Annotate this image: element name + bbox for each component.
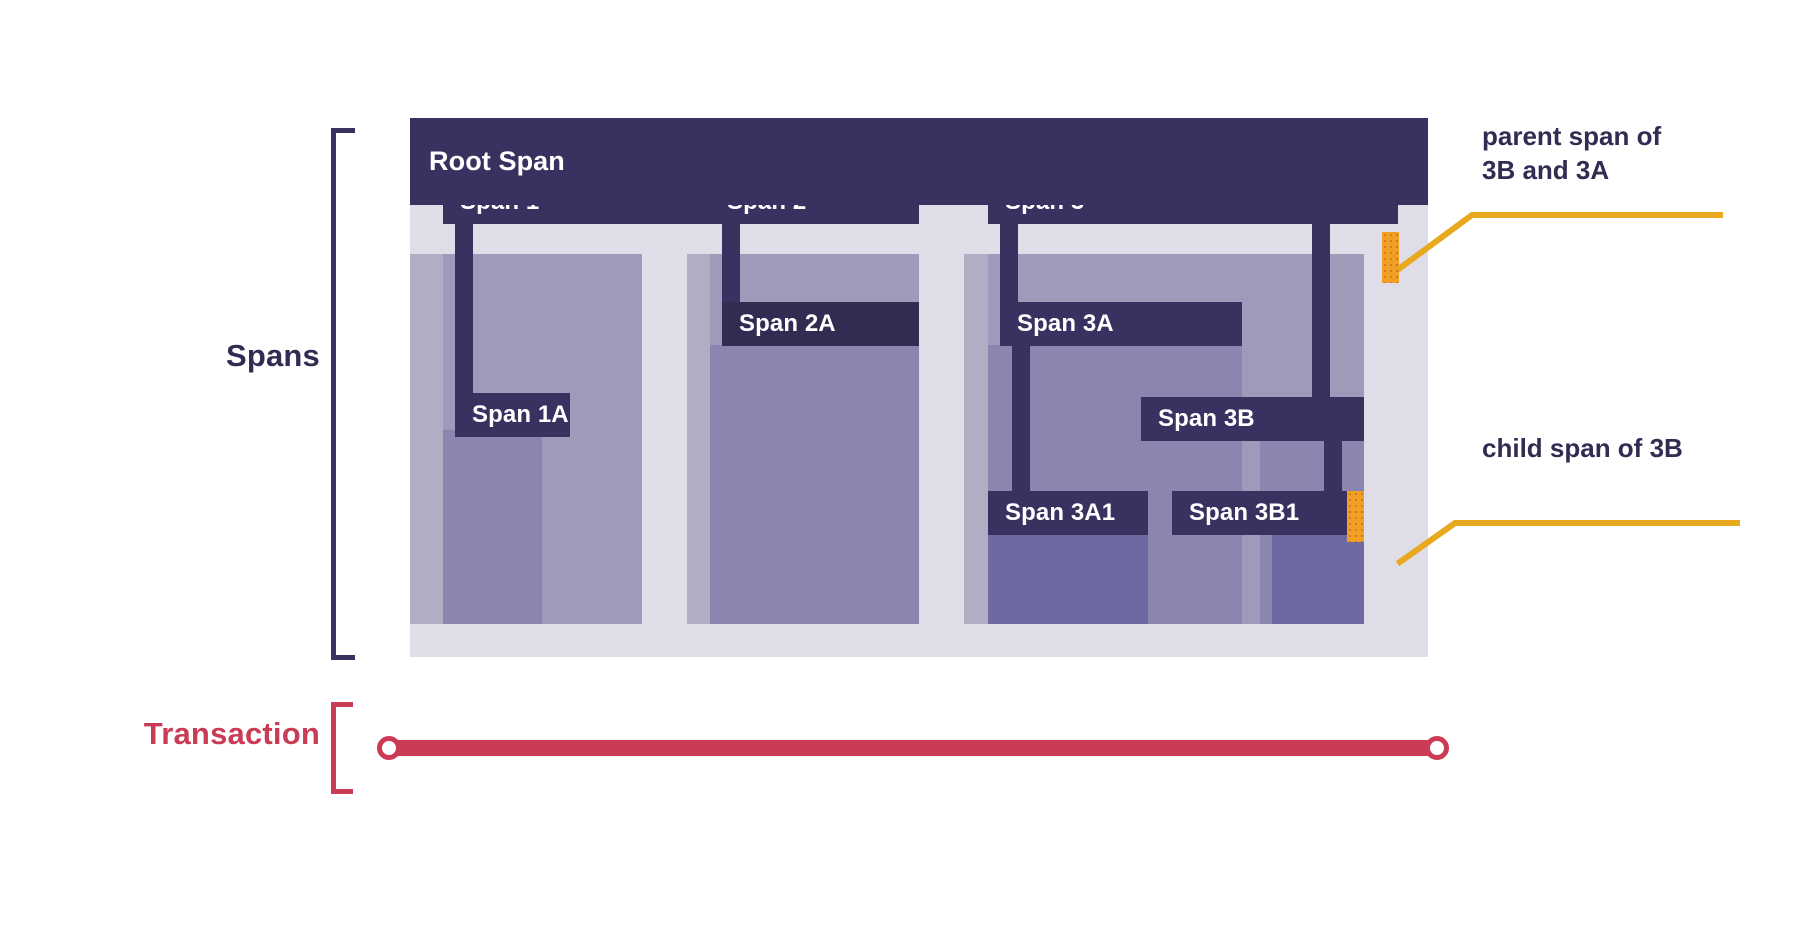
span-3a-label: Span 3A bbox=[1017, 310, 1114, 337]
child-annotation-text: child span of 3B bbox=[1482, 433, 1683, 463]
span-3a1-body bbox=[988, 535, 1148, 624]
parent-annotation-text: parent span of 3B and 3A bbox=[1482, 121, 1662, 185]
child-span-marker[interactable] bbox=[1347, 491, 1364, 542]
span-3a1-bar[interactable]: Span 3A1 bbox=[988, 491, 1148, 535]
transaction-start-dot[interactable] bbox=[377, 736, 401, 760]
span-2a-bar[interactable]: Span 2A bbox=[722, 302, 919, 346]
root-span-label: Root Span bbox=[429, 146, 565, 176]
span-3b-bar[interactable]: Span 3B bbox=[1141, 397, 1364, 441]
span-3b-label: Span 3B bbox=[1158, 405, 1255, 432]
span-3b1-bar[interactable]: Span 3B1 bbox=[1172, 491, 1364, 535]
parent-span-marker[interactable] bbox=[1382, 232, 1399, 283]
parent-annotation-leader bbox=[1395, 195, 1725, 275]
stem-span-2-to-span-2a bbox=[722, 223, 740, 328]
transaction-label: Transaction bbox=[143, 716, 320, 751]
spans-bracket bbox=[331, 128, 355, 660]
span-1a-bar[interactable]: Span 1A bbox=[455, 393, 570, 437]
span-3a1-label: Span 3A1 bbox=[1005, 499, 1116, 526]
stem-span-1-to-span-1a bbox=[455, 223, 473, 413]
stem-span-3a-to-span-3a1 bbox=[1012, 328, 1030, 518]
child-annotation-leader bbox=[1395, 505, 1740, 575]
transaction-end-dot[interactable] bbox=[1425, 736, 1449, 760]
transaction-bracket bbox=[331, 702, 353, 794]
spans-label: Spans bbox=[225, 338, 320, 373]
stem-span-3-to-span-3a bbox=[1000, 223, 1018, 328]
span-1a-label: Span 1A bbox=[472, 401, 569, 428]
span-3b1-body bbox=[1272, 535, 1364, 624]
span-3a-bar[interactable]: Span 3A bbox=[1000, 302, 1242, 346]
root-span-bar[interactable]: Root Span bbox=[410, 118, 1428, 205]
span-2a-label: Span 2A bbox=[739, 310, 836, 337]
spans-diagram-panel: Span 1 Span 1A Span 2 Span 2A Span 3 Spa… bbox=[410, 118, 1428, 657]
span-3b1-label: Span 3B1 bbox=[1189, 499, 1300, 526]
stem-span-3-to-span-3b bbox=[1312, 223, 1330, 425]
span-2a-body bbox=[710, 345, 919, 624]
transaction-duration-bar[interactable] bbox=[385, 740, 1440, 756]
span-1a-body bbox=[443, 430, 542, 624]
